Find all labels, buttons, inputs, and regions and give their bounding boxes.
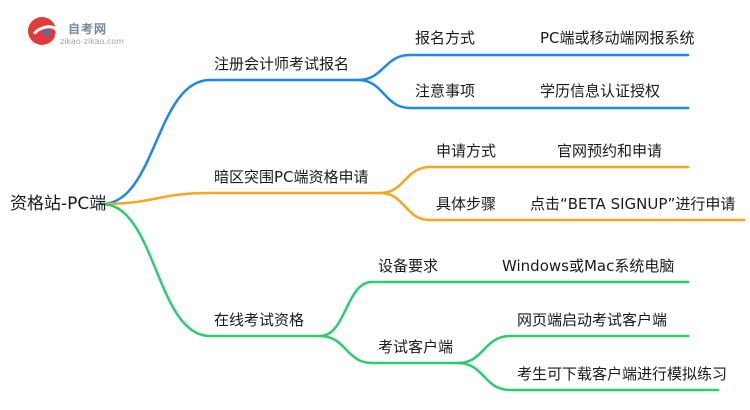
branch-cpa-registration: 注册会计师考试报名 (214, 55, 350, 73)
leaf-registration-method: PC端或移动端网报系统 (540, 29, 695, 47)
connector-b1-child-1 (356, 53, 412, 82)
leaf-apply-method: 官网预约和申请 (557, 142, 663, 160)
connector-root-branch-3 (100, 202, 212, 338)
connector-b3-c2-leaf-2 (456, 361, 512, 392)
node-registration-method: 报名方式 (415, 29, 476, 47)
connector-b1-child-2 (356, 78, 412, 110)
connector-b2-child-2 (378, 191, 432, 222)
node-steps: 具体步骤 (436, 195, 497, 213)
connector-b2-child-1 (378, 165, 432, 195)
root-node: 资格站-PC端 (10, 194, 107, 214)
node-notes: 注意事项 (415, 82, 476, 100)
leaf-notes: 学历信息认证授权 (540, 82, 661, 100)
node-exam-client: 考试客户端 (378, 338, 454, 356)
connector-b3-child-2 (318, 334, 374, 365)
circle-swoosh-logo-icon (28, 17, 56, 45)
leaf-exam-client-download: 考生可下载客户端进行模拟练习 (517, 365, 728, 383)
brand-logo: 自考网 zikao-zikao.com (28, 17, 148, 47)
leaf-device-requirements: Windows或Mac系统电脑 (502, 257, 675, 275)
connector-b3-child-1 (318, 280, 374, 338)
connector-root-branch-2 (100, 191, 212, 206)
connector-root-branch-1 (100, 78, 212, 206)
brand-url: zikao-zikao.com (60, 37, 124, 46)
branch-game-qualification: 暗区突围PC端资格申请 (214, 168, 369, 186)
leaf-steps: 点击“BETA SIGNUP”进行申请 (530, 195, 736, 213)
leaf-exam-client-web: 网页端启动考试客户端 (517, 311, 668, 329)
node-device-requirements: 设备要求 (378, 257, 439, 275)
connector-b3-c2-leaf-1 (456, 334, 512, 365)
branch-online-exam: 在线考试资格 (214, 311, 305, 329)
brand-name: 自考网 (68, 22, 108, 36)
node-apply-method: 申请方式 (436, 142, 497, 160)
